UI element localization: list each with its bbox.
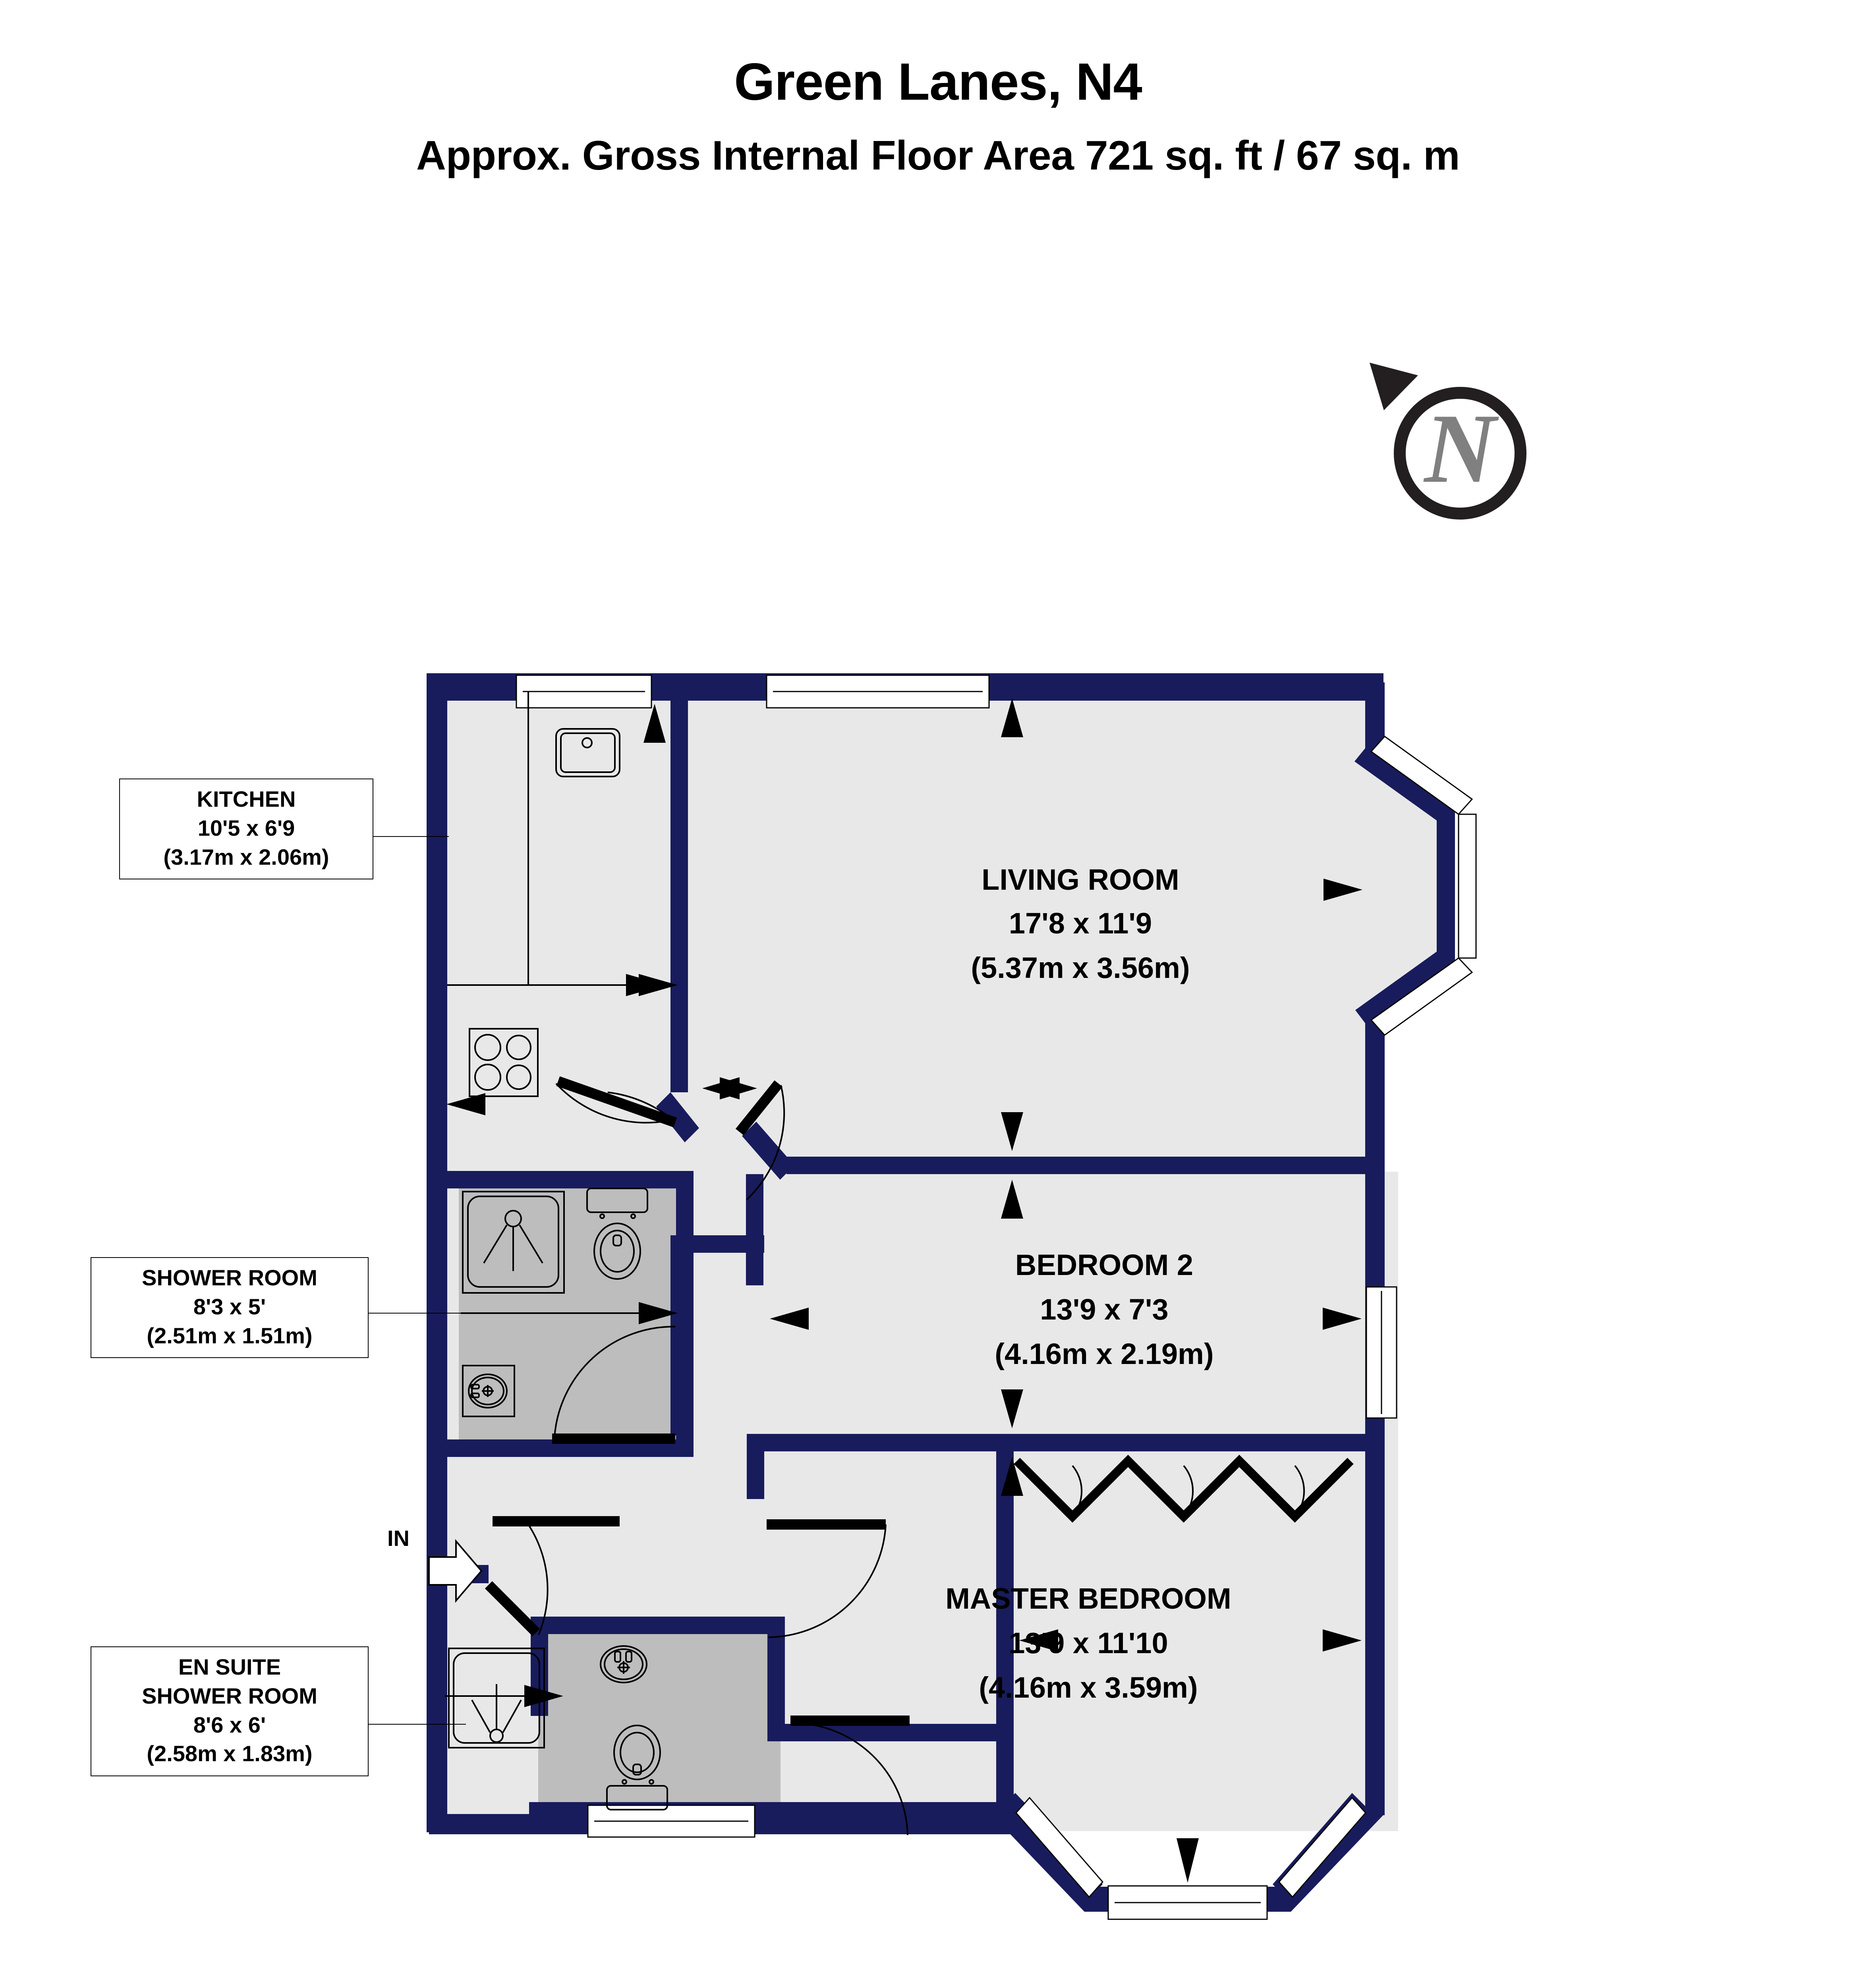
entrance-arrow-icon xyxy=(428,1539,483,1603)
living-room-imperial: 17'8 x 11'9 xyxy=(1009,907,1152,940)
entrance-label: IN xyxy=(387,1526,410,1551)
leader-kitchen xyxy=(373,836,449,837)
living-room-metric: (5.37m x 3.56m) xyxy=(971,951,1190,984)
master-bedroom-name: MASTER BEDROOM xyxy=(945,1582,1231,1615)
ensuite-floor xyxy=(538,1632,781,1819)
room-label-bedroom-2: BEDROOM 2 13'9 x 7'3 (4.16m x 2.19m) xyxy=(995,1248,1213,1370)
callout-kitchen-name: KITCHEN xyxy=(197,786,296,811)
master-bedroom-metric: (4.16m x 3.59m) xyxy=(979,1671,1198,1704)
bedroom-2-imperial: 13'9 x 7'3 xyxy=(1040,1293,1168,1326)
floorplan-drawing: LIVING ROOM 17'8 x 11'9 (5.37m x 3.56m) … xyxy=(0,616,1876,1986)
compass-rose: N xyxy=(1366,359,1533,526)
leader-line-layer xyxy=(445,984,659,1697)
sink-icon xyxy=(555,728,620,777)
callout-kitchen-metric: (3.17m x 2.06m) xyxy=(163,844,329,869)
shower-tray-icon xyxy=(462,1191,565,1294)
master-bedroom-imperial: 13'9 x 11'10 xyxy=(1009,1627,1168,1660)
callout-en-suite-metric: (2.58m x 1.83m) xyxy=(147,1741,313,1766)
room-label-living-room: LIVING ROOM 17'8 x 11'9 (5.37m x 3.56m) xyxy=(971,863,1190,984)
bedroom-2-metric: (4.16m x 2.19m) xyxy=(995,1337,1213,1370)
callout-shower-room-metric: (2.51m x 1.51m) xyxy=(147,1323,313,1348)
ensuite-basin-icon xyxy=(600,1645,647,1683)
leader-en-suite xyxy=(369,1724,466,1725)
page-title: Green Lanes, N4 xyxy=(734,52,1142,111)
callout-shower-room-imperial: 8'3 x 5' xyxy=(193,1294,266,1319)
compass-letter-n: N xyxy=(1423,394,1499,504)
leader-shower-room xyxy=(369,1313,466,1314)
room-label-master-bedroom: MASTER BEDROOM 13'9 x 11'10 (4.16m x 3.5… xyxy=(945,1582,1231,1704)
plan-header: Green Lanes, N4 Approx. Gross Internal F… xyxy=(0,0,1876,180)
window-layer xyxy=(516,674,1477,1920)
callout-en-suite-line2: SHOWER ROOM xyxy=(142,1683,317,1708)
callout-shower-room: SHOWER ROOM 8'3 x 5' (2.51m x 1.51m) xyxy=(91,1257,369,1358)
ensuite-toilet-icon xyxy=(606,1725,668,1810)
door-layer xyxy=(485,1076,910,1835)
bedroom-2-name: BEDROOM 2 xyxy=(1015,1248,1193,1281)
callout-shower-room-name: SHOWER ROOM xyxy=(142,1265,317,1290)
toilet-icon xyxy=(586,1188,648,1280)
living-room-name: LIVING ROOM xyxy=(981,863,1179,896)
callout-kitchen: KITCHEN 10'5 x 6'9 (3.17m x 2.06m) xyxy=(119,779,373,880)
floor-area-subtitle: Approx. Gross Internal Floor Area 721 sq… xyxy=(416,133,1460,179)
shower-room-fixtures xyxy=(462,1188,648,1417)
bifold-doors xyxy=(1014,1455,1354,1523)
basin-icon xyxy=(462,1365,515,1417)
north-arrow-icon: N xyxy=(1370,363,1526,520)
callout-en-suite-line1: EN SUITE xyxy=(178,1654,281,1679)
callout-en-suite-imperial: 8'6 x 6' xyxy=(193,1712,266,1737)
callout-en-suite-shower-room: EN SUITE SHOWER ROOM 8'6 x 6' (2.58m x 1… xyxy=(91,1646,369,1777)
callout-kitchen-imperial: 10'5 x 6'9 xyxy=(197,815,295,840)
hob-icon xyxy=(469,1028,539,1097)
